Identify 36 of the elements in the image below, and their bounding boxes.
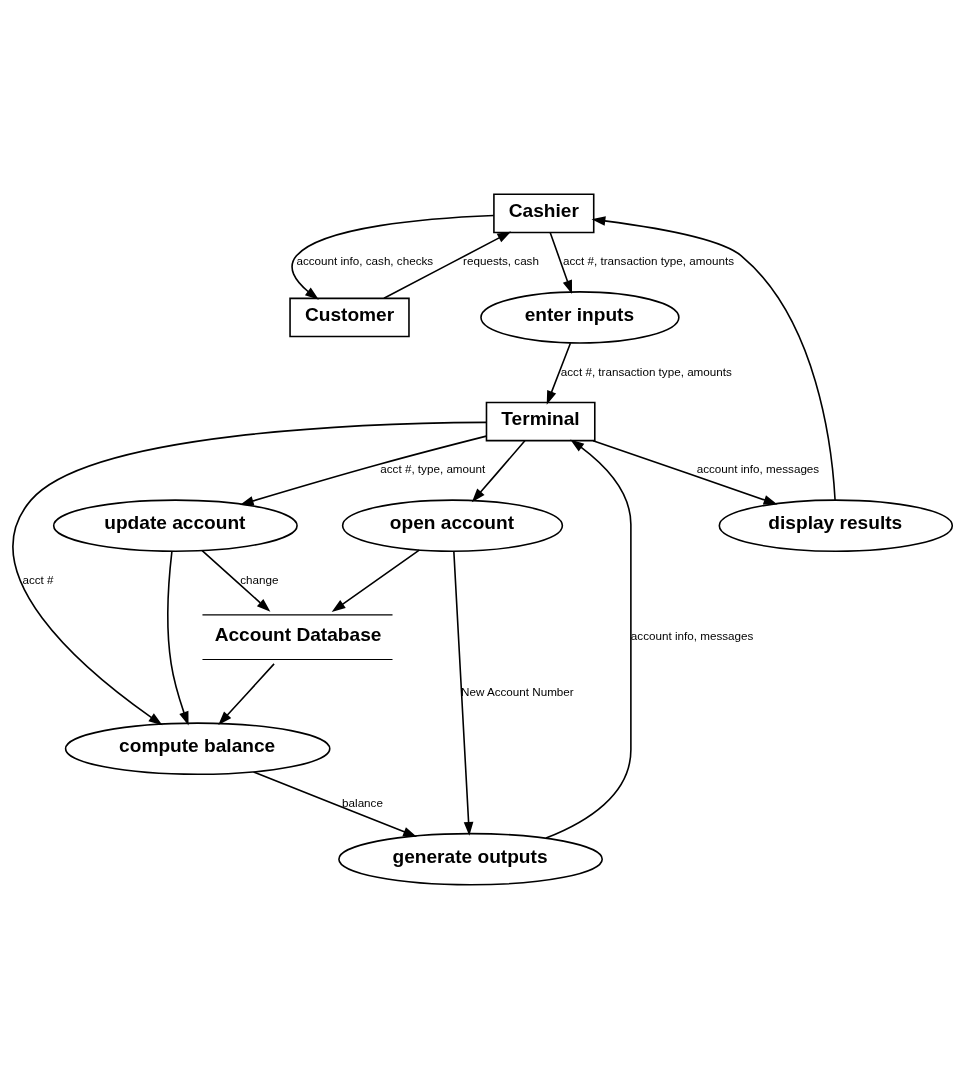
node-box: Customer [289, 297, 410, 337]
node-ellipse: generate outputs [338, 832, 603, 886]
edge-label: acct #, type, amount [380, 461, 486, 475]
edge-label: balance [342, 795, 383, 809]
arrow [453, 550, 474, 836]
edge-label: acct #, transaction type, amounts [560, 364, 732, 378]
node-box: Cashier [493, 192, 595, 233]
node-ellipse: open account [341, 498, 564, 552]
arrow [218, 662, 275, 725]
arrow [545, 439, 632, 839]
arrow [592, 439, 778, 504]
arrow [471, 439, 526, 502]
edge-label: account info, messages [696, 461, 820, 475]
arrow [549, 231, 572, 294]
edge-label: change [240, 572, 279, 586]
arrow [239, 434, 488, 506]
node-ellipse: update account [52, 498, 298, 552]
node-text: Account Database [214, 623, 382, 645]
arrow [331, 548, 421, 612]
node-ellipse: display results [718, 498, 954, 552]
node-box: Terminal [485, 401, 596, 441]
node-ellipse: enter inputs [480, 290, 680, 344]
edge-label: acct # [22, 572, 54, 586]
arrow [252, 770, 417, 837]
arrow [167, 550, 189, 725]
edge-label: requests, cash [463, 253, 539, 267]
arrow [201, 549, 271, 612]
edge-label: account info, cash, checks [296, 253, 434, 267]
node-ellipse: compute balance [64, 721, 331, 775]
arrow [291, 214, 495, 300]
arrow [546, 341, 572, 405]
arrow [12, 421, 487, 725]
edge-label: acct #, transaction type, amounts [562, 253, 734, 267]
arrow [591, 215, 836, 501]
edge-label: New Account Number [461, 684, 574, 698]
arrow [383, 231, 512, 299]
